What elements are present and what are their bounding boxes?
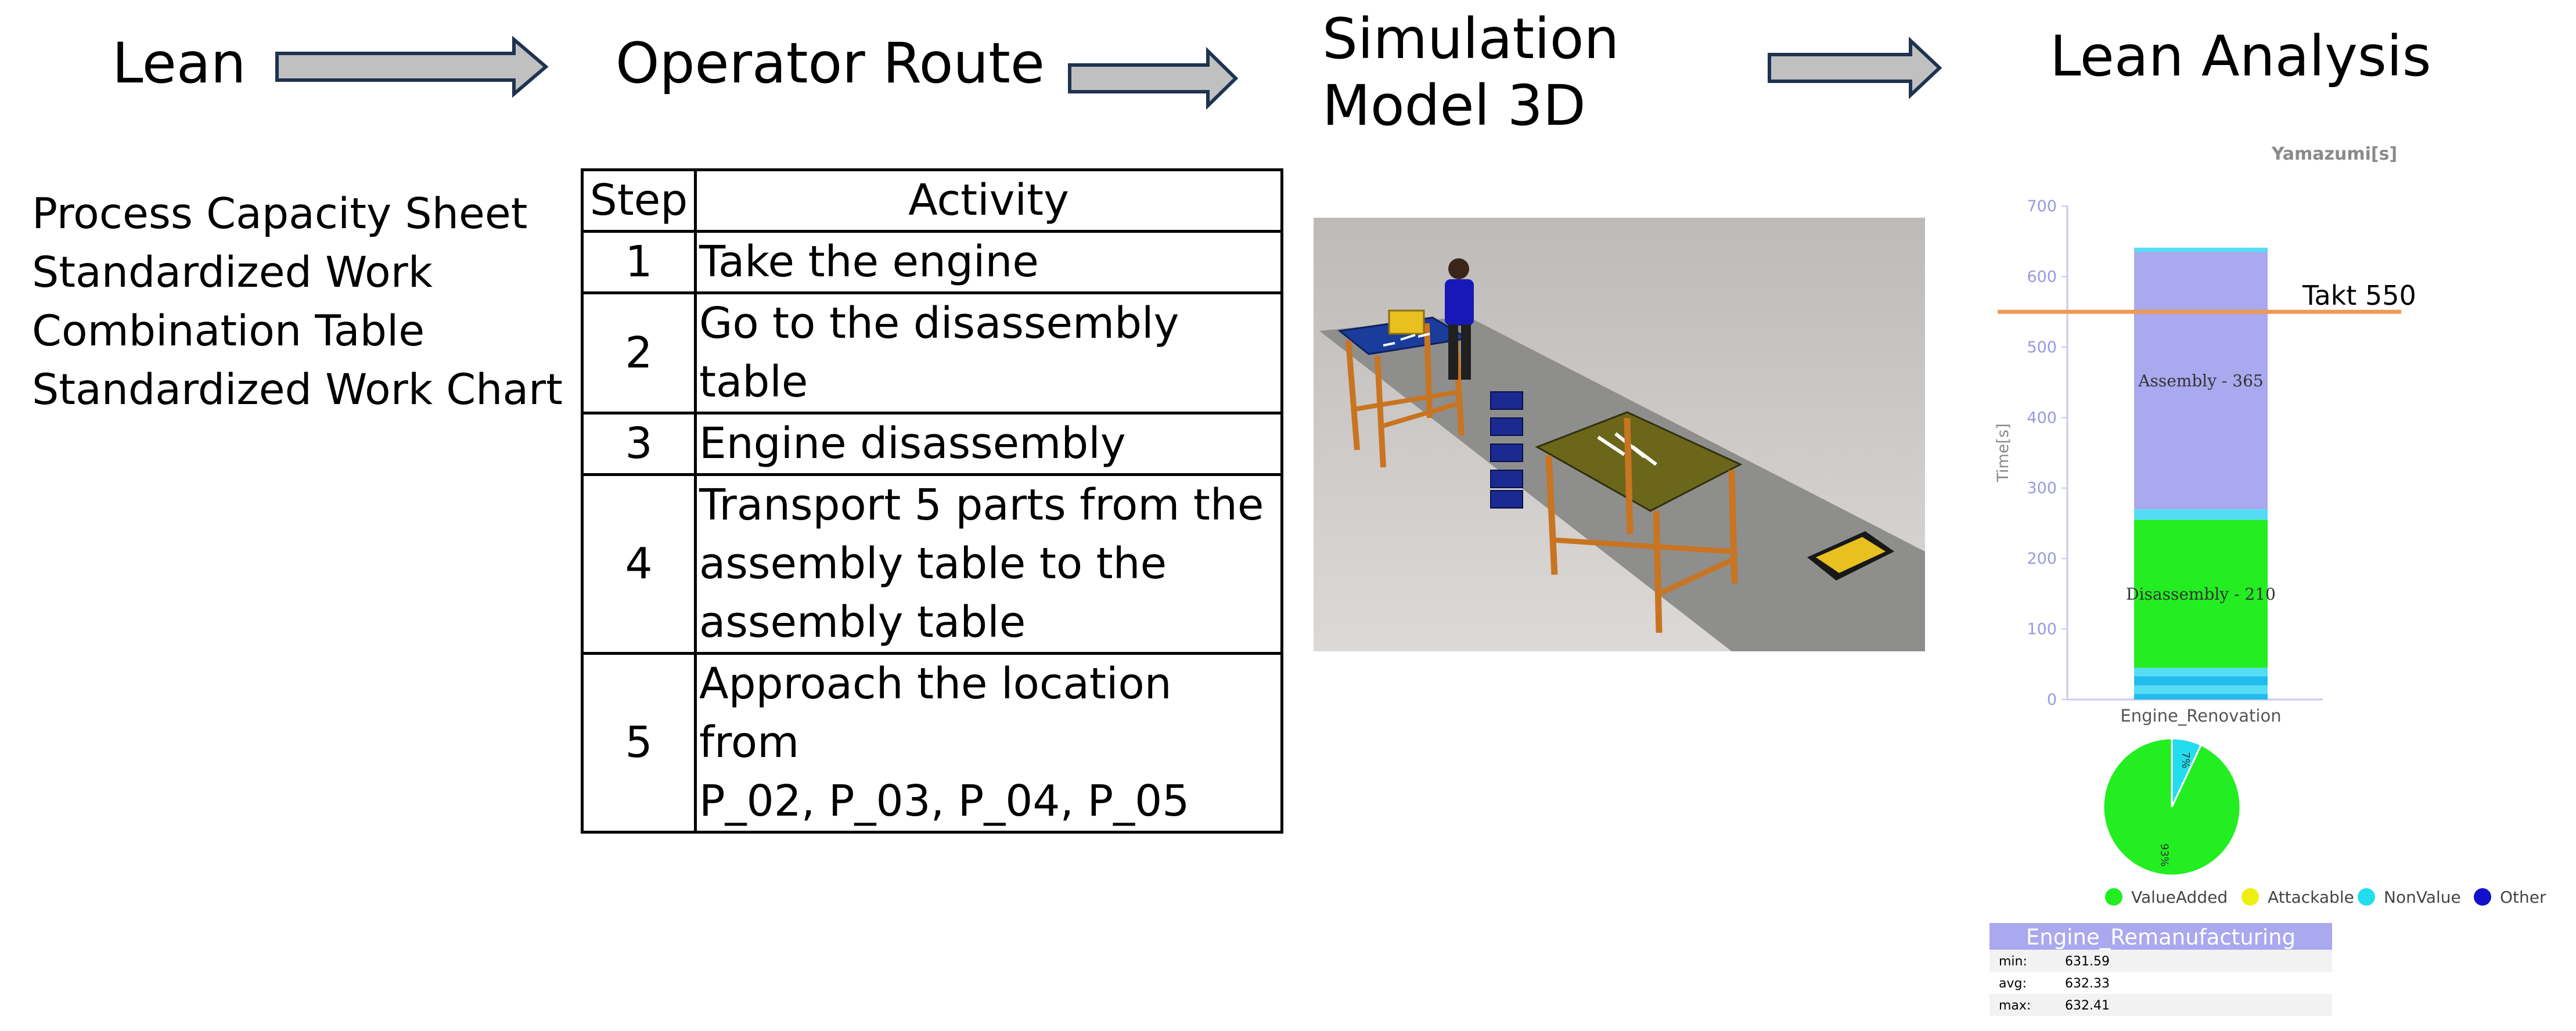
legend-label: Attackable	[2268, 888, 2354, 907]
table-row: 5 Approach the location from P_02, P_03,…	[581, 652, 1283, 834]
column-header-activity: Activity	[694, 168, 1283, 233]
step-cell: 1	[581, 230, 697, 294]
x-category-label: Engine_Renovation	[2120, 706, 2281, 726]
table-row: 2 Go to the disassembly table	[581, 291, 1283, 414]
activity-cell: Go to the disassembly table	[694, 291, 1283, 414]
legend-label: Other	[2500, 888, 2546, 907]
column-header-step: Step	[581, 168, 697, 233]
y-tick-label: 400	[2027, 409, 2057, 427]
y-tick-label: 500	[2027, 338, 2057, 356]
lean-item: Combination Table	[32, 307, 425, 356]
stats-row-label: max:	[1999, 998, 2031, 1013]
table-row: 3 Engine disassembly	[581, 412, 1283, 476]
stats-row-label: min:	[1999, 954, 2027, 969]
y-tick-label: 700	[2027, 197, 2057, 215]
step-cell: 2	[581, 291, 697, 414]
flow-arrow-1	[275, 35, 549, 98]
bar-segment	[2134, 694, 2268, 700]
bar-segment	[2134, 685, 2268, 694]
flow-arrow-2	[1068, 46, 1239, 110]
step-cell: 5	[581, 652, 697, 834]
y-tick-label: 100	[2027, 621, 2057, 639]
pie-slice-label: 7%	[2179, 752, 2192, 769]
activity-cell: Transport 5 parts from the assembly tabl…	[694, 473, 1283, 655]
activity-line: P_02, P_03, P_04, P_05	[699, 776, 1190, 826]
bar-segment	[2134, 676, 2268, 686]
output-tray	[1807, 531, 1894, 581]
activity-line: assembly table	[699, 597, 1026, 647]
bar-segment	[2134, 668, 2268, 676]
activity-cell: Approach the location from P_02, P_03, P…	[694, 652, 1283, 834]
stats-row-value: 632.33	[2065, 976, 2110, 991]
activity-line: Transport 5 parts from the	[699, 480, 1264, 530]
flow-arrow-3	[1768, 37, 1942, 99]
stats-title: Engine_Remanufacturing	[2026, 925, 2296, 950]
stats-row	[1989, 972, 2332, 994]
stats-header	[1989, 923, 2332, 950]
takt-label: Takt 550	[2302, 280, 2416, 311]
flow-step-simulation-line2: Model 3D	[1322, 73, 1586, 139]
legend-label: NonValue	[2384, 888, 2461, 907]
operator-figure	[1445, 258, 1474, 380]
chart-title: Yamazumi[s]	[2271, 144, 2397, 164]
value-pie-chart: 93% 7%	[2102, 737, 2242, 877]
bar-segment	[2134, 247, 2268, 252]
legend-label: ValueAdded	[2131, 888, 2228, 907]
activity-line: Go to the disassembly table	[699, 298, 1179, 407]
flow-step-lean: Lean	[112, 31, 246, 96]
yamazumi-chart: Yamazumi[s] 0 100 200 300 400 500 600 700Time[s]…	[1994, 144, 2416, 726]
lean-item: Standardized Work Chart	[32, 365, 563, 414]
flow-step-simulation-line1: Simulation	[1322, 6, 1620, 71]
stats-row-label: avg:	[1999, 976, 2027, 991]
stats-row-value: 632.41	[2065, 998, 2110, 1013]
y-tick-label: 200	[2027, 550, 2057, 568]
bar-segment	[2134, 509, 2268, 520]
lean-analysis-panel: Yamazumi[s] 0 100 200 300 400 500 600 700Time[s]…	[1989, 144, 2546, 1016]
activity-line: Engine disassembly	[699, 419, 1126, 468]
parts-bins	[1490, 391, 1523, 509]
step-cell: 4	[581, 473, 697, 655]
legend-swatch	[2105, 888, 2122, 906]
operator-route-table: Step Activity 1 Take the engine 2 Go to …	[581, 168, 1283, 834]
simulation-3d-view	[1314, 218, 1925, 651]
table-row: 1 Take the engine	[581, 230, 1283, 294]
pie-slice	[2171, 737, 2203, 808]
assembly-table	[1535, 411, 1743, 633]
stats-row-value: 631.59	[2065, 954, 2110, 969]
flow-step-lean-analysis: Lean Analysis	[2050, 24, 2431, 89]
legend-swatch	[2358, 888, 2375, 906]
y-axis-label: Time[s]	[1994, 423, 2012, 482]
flow-step-operator-route: Operator Route	[616, 31, 1045, 96]
lean-item: Standardized Work	[32, 248, 433, 297]
lean-item: Process Capacity Sheet	[32, 189, 528, 239]
bar-segment-label: Assembly - 365	[2138, 372, 2263, 391]
table-header-row: Step Activity	[581, 168, 1283, 233]
step-cell: 3	[581, 412, 697, 476]
y-tick-label: 0	[2047, 691, 2057, 709]
activity-line: Take the engine	[699, 237, 1039, 287]
bar-segment	[2134, 520, 2268, 668]
activity-line: assembly table to the	[699, 539, 1167, 589]
bar-segment	[2134, 251, 2268, 510]
lean-tools-list: Process Capacity Sheet Standardized Work…	[32, 185, 563, 419]
legend-swatch	[2242, 888, 2259, 906]
chart-legend: ValueAdded Attackable NonValue Other	[2105, 888, 2546, 907]
stats-row	[1989, 950, 2332, 972]
activity-cell: Engine disassembly	[694, 412, 1283, 476]
stats-table: Engine_Remanufacturing min: 631.59 avg: 632.…	[1989, 923, 2332, 1016]
pie-slice-label: 93%	[2158, 843, 2170, 867]
activity-line: Approach the location from	[699, 659, 1172, 767]
activity-cell: Take the engine	[694, 230, 1283, 294]
y-tick-label: 600	[2027, 268, 2057, 286]
stats-row	[1989, 994, 2332, 1016]
legend-swatch	[2474, 888, 2491, 906]
table-row: 4 Transport 5 parts from the assembly ta…	[581, 473, 1283, 655]
disassembly-table	[1337, 309, 1470, 468]
y-tick-label: 300	[2027, 480, 2057, 498]
bar-segment-label: Disassembly - 210	[2126, 585, 2276, 604]
flow-step-simulation-model: Simulation Model 3D	[1322, 6, 1619, 139]
